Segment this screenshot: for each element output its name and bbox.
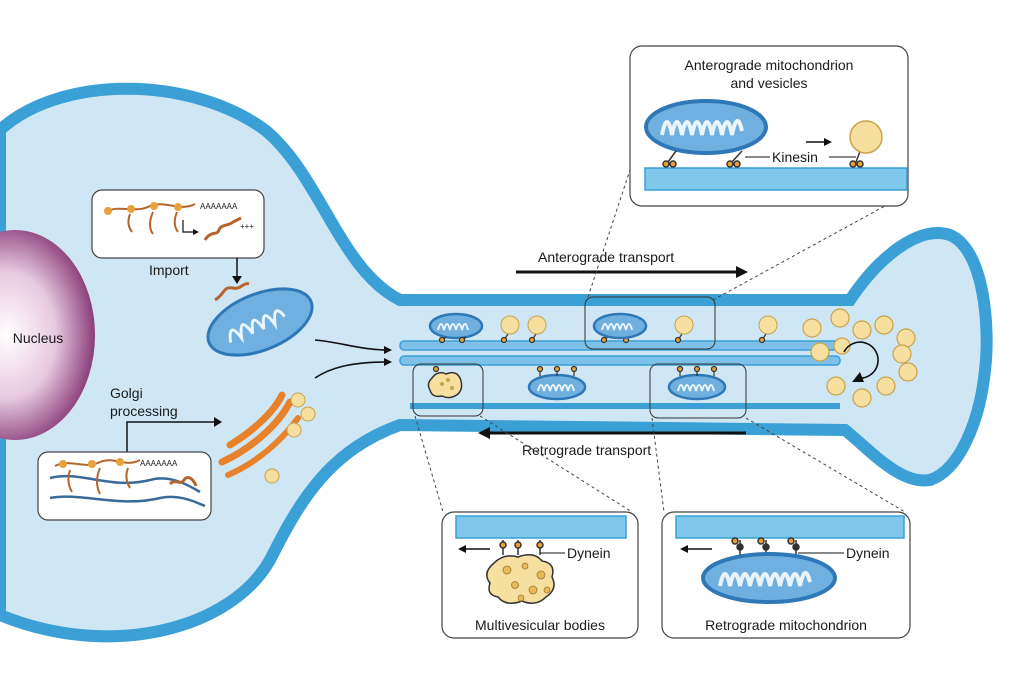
golgi-vesicle — [286, 422, 302, 438]
import-label: Import — [149, 262, 189, 278]
terminal-vesicles — [802, 308, 918, 408]
zoom-frame-mvb — [412, 363, 484, 417]
anterograde-label: Anterograde transport — [538, 249, 674, 265]
anterograde-inset-title-1: Anterograde mitochondrion — [685, 57, 854, 73]
entry-arrow-top — [314, 339, 389, 351]
axon-mitochondrion-retro — [527, 373, 587, 401]
dynein-motors — [432, 365, 718, 376]
retro-inset-dynein — [731, 537, 800, 556]
retrograde-label: Retrograde transport — [522, 442, 651, 458]
entry-arrow-bottom — [314, 361, 389, 379]
import-protein-coil — [203, 216, 242, 241]
mvb-label: Multivesicular bodies — [475, 617, 605, 633]
golgi-inset — [37, 451, 212, 521]
axon-vesicle — [527, 315, 547, 335]
zoom-lines — [414, 169, 906, 513]
axon-inner-membrane-bottom — [410, 403, 840, 409]
kinesin-label: Kinesin — [772, 149, 818, 165]
inset-microtubule — [644, 167, 908, 191]
anterograde-inset-title-2: and vesicles — [730, 75, 807, 91]
recycle-arrow — [843, 341, 879, 379]
axon-mitochondrion-retro-2 — [667, 373, 727, 401]
microtubule-bottom — [399, 355, 841, 366]
anterograde-inset — [629, 45, 909, 207]
golgi-label-line1: Golgi — [110, 385, 143, 401]
axon-mitochondrion-antero — [428, 312, 484, 340]
retro-inset-mitochondrion — [701, 552, 837, 604]
inset-kinesin-motors — [662, 145, 864, 168]
polya-label: AAAAAAA — [200, 202, 238, 211]
golgi-label-line2: processing — [110, 403, 178, 419]
cellbody-mitochondrion — [206, 282, 314, 357]
zoom-frame-retro — [649, 363, 747, 419]
golgi-polya-label: AAAAAAA — [140, 459, 178, 468]
retro-mito-label: Retrograde mitochondrion — [705, 617, 867, 633]
golgi-vesicle — [290, 392, 306, 408]
import-inset — [91, 189, 265, 259]
axon-vesicle — [674, 315, 694, 335]
retro-inset-microtubule — [675, 515, 905, 539]
mvb-inset-microtubule — [455, 515, 627, 539]
mvb-dynein-label: Dynein — [567, 545, 611, 561]
golgi-vesicle — [264, 468, 280, 484]
zoom-frame-antero — [584, 296, 716, 350]
retro-dynein-label: Dynein — [846, 545, 890, 561]
nucleus — [0, 230, 95, 440]
plus-label: +++ — [240, 222, 254, 231]
axon-vesicle — [758, 315, 778, 335]
axon-vesicle — [500, 315, 520, 335]
inset-vesicle — [849, 120, 883, 154]
axon-mvb — [427, 371, 463, 399]
nucleus-label: Nucleus — [13, 330, 64, 346]
axon-mitochondrion-antero-2 — [592, 312, 648, 340]
inset-mitochondrion — [644, 99, 768, 155]
golgi-vesicle — [300, 406, 316, 422]
